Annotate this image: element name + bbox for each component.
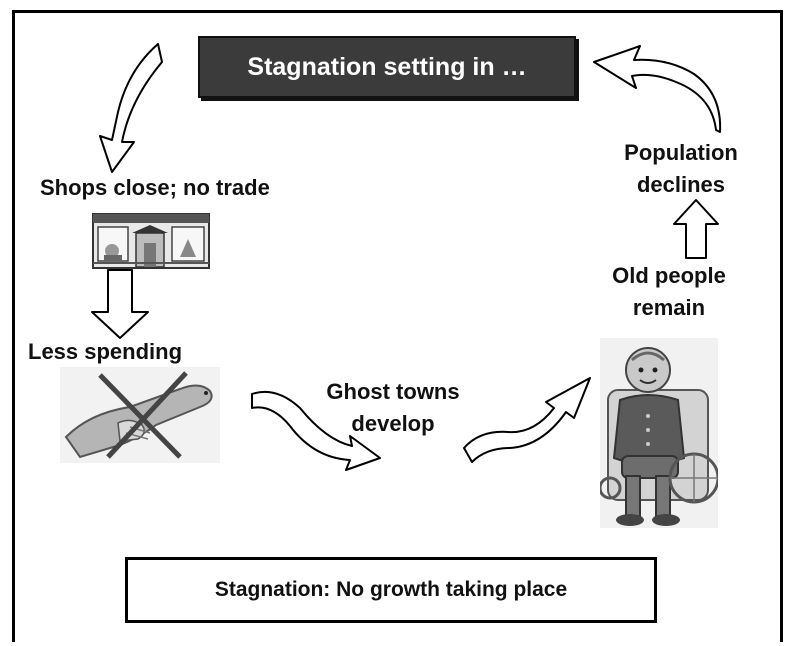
label-shops-close: Shops close; no trade <box>40 175 270 200</box>
elderly-person-wheelchair-icon <box>600 338 718 528</box>
arrow-title-to-shops <box>99 43 163 173</box>
label-old-line1: Old people <box>612 263 726 288</box>
title-text: Stagnation setting in … <box>247 52 527 81</box>
label-ghost-towns: Ghost towns develop <box>320 376 466 440</box>
label-ghost-line2: develop <box>351 411 435 436</box>
label-ghost-line1: Ghost towns <box>326 379 460 404</box>
footer-definition: Stagnation: No growth taking place <box>125 557 657 623</box>
arrow-shops-to-spending <box>91 269 149 339</box>
label-less-spending: Less spending <box>28 339 183 364</box>
shopfront-icon <box>92 213 210 269</box>
diagram-frame <box>12 10 783 642</box>
label-pop-line1: Population <box>624 140 738 165</box>
crossed-out-money-hand-icon <box>60 367 220 463</box>
diagram-title: Stagnation setting in … <box>198 36 576 98</box>
arrow-population-to-title <box>593 45 722 133</box>
label-population-declines: Population declines <box>606 137 756 201</box>
label-old-people: Old people remain <box>604 260 734 324</box>
arrow-ghost-to-old <box>463 377 591 463</box>
label-old-line2: remain <box>632 295 706 320</box>
arrow-old-to-population <box>673 199 719 259</box>
arrow-spending-to-ghost <box>251 390 381 471</box>
footer-text: Stagnation: No growth taking place <box>214 578 568 601</box>
label-pop-line2: declines <box>636 172 726 197</box>
